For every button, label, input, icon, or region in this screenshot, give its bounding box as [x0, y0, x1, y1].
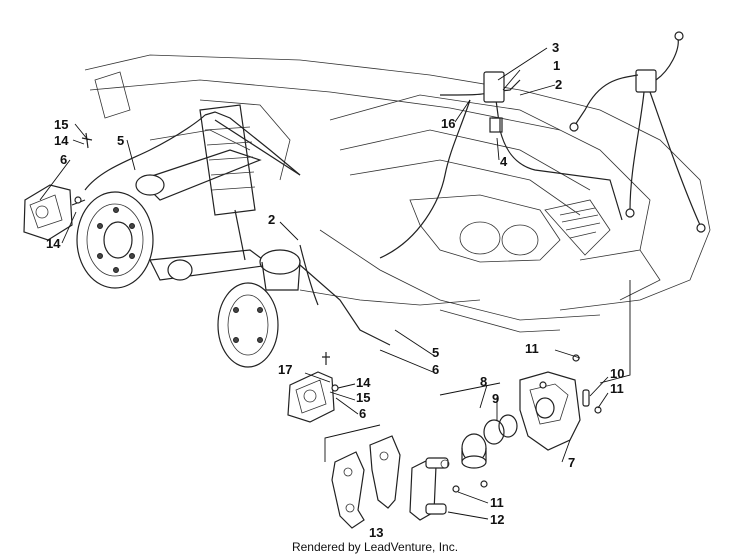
callout-2: 2 [268, 212, 275, 227]
callout-8: 8 [480, 374, 487, 389]
callout-11: 11 [610, 381, 624, 396]
callout-6: 6 [359, 406, 366, 421]
group-bracket [324, 280, 631, 462]
callout-15: 15 [54, 117, 68, 132]
callout-6: 6 [60, 152, 67, 167]
callout-14: 14 [54, 133, 69, 148]
callout-9: 9 [492, 391, 499, 406]
brake-hoses [84, 31, 706, 306]
callout-1: 1 [553, 58, 560, 73]
center-brake-caliper [287, 352, 339, 423]
callout-17: 17 [278, 362, 292, 377]
vehicle-body-outline [84, 54, 711, 333]
callout-14: 14 [356, 375, 371, 390]
center-wheel-hub [217, 249, 391, 368]
callout-11: 11 [490, 495, 504, 510]
callout-7: 7 [568, 455, 575, 470]
callout-10: 10 [610, 366, 624, 381]
footer-credit: Rendered by LeadVenture, Inc. [291, 540, 459, 554]
callout-15: 15 [356, 390, 370, 405]
callout-14: 14 [46, 236, 61, 251]
callout-5: 5 [117, 133, 124, 148]
callout-6: 6 [432, 362, 439, 377]
callout-3: 3 [552, 40, 559, 55]
left-brake-caliper [23, 132, 93, 241]
left-suspension [135, 104, 301, 281]
exploded-caliper-parts [331, 354, 602, 529]
callout-13: 13 [369, 525, 383, 540]
callout-12: 12 [490, 512, 504, 527]
leader-lines [39, 47, 609, 520]
callout-2: 2 [555, 77, 562, 92]
left-wheel-hub [76, 191, 154, 289]
callout-4: 4 [500, 154, 508, 169]
callout-16: 16 [441, 116, 455, 131]
callout-5: 5 [432, 345, 439, 360]
callout-labels: 3 1 2 16 4 15 14 5 6 14 2 5 6 11 10 11 8… [46, 40, 624, 540]
callout-11: 11 [525, 341, 539, 356]
